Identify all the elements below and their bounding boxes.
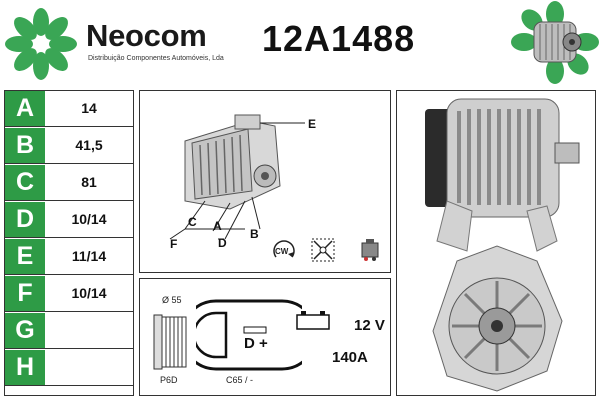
regulator-icon — [361, 239, 379, 261]
pulley-icon — [153, 314, 187, 370]
spec-letter: C — [5, 165, 45, 200]
label-b: B — [250, 227, 259, 241]
pulley-diameter: Ø 55 — [162, 295, 182, 305]
spec-letter: A — [5, 91, 45, 126]
spec-value: 81 — [81, 174, 97, 190]
label-a: A — [213, 219, 222, 233]
spec-letter: G — [5, 313, 45, 348]
spec-row-c: C 81 — [5, 165, 133, 201]
brand-name: Neocom — [86, 18, 207, 53]
spec-value: 10/14 — [71, 285, 107, 301]
spec-letter: F — [5, 276, 45, 311]
spec-value — [45, 313, 133, 348]
product-photo-box — [396, 90, 596, 396]
label-f: F — [170, 237, 178, 251]
spec-value: 41,5 — [75, 137, 103, 153]
spec-letter: H — [5, 350, 45, 385]
rotation-cw-icon — [273, 240, 295, 258]
spec-letter: E — [5, 239, 45, 274]
spec-letter: B — [5, 128, 45, 163]
part-number: 12A1488 — [262, 18, 416, 59]
spec-row-b: B 41,5 — [5, 128, 133, 164]
label-d: D — [218, 236, 227, 250]
electrical-spec-box: Ø 55 P6D D + C65 / - 12 V 140A — [139, 278, 391, 396]
spec-row-f: F 10/14 — [5, 276, 133, 312]
spec-letter: D — [5, 202, 45, 237]
fixing-pattern-icon — [311, 238, 335, 262]
spec-row-e: E 11/14 — [5, 239, 133, 275]
terminal-label: D + — [244, 335, 268, 352]
rotation-label: CW — [275, 247, 289, 256]
voltage-value: 12 V — [354, 317, 385, 334]
label-c: C — [188, 215, 197, 229]
pulley-type: P6D — [160, 375, 178, 385]
spec-value — [45, 350, 133, 385]
label-e: E — [308, 117, 317, 131]
brand-subtitle: Distribuição Componentes Automóveis, Lda — [88, 55, 224, 62]
spec-value: 11/14 — [71, 248, 107, 264]
spec-row-a: A 14 — [5, 91, 133, 127]
spec-value: 10/14 — [71, 211, 107, 227]
connector-code: C65 / - — [226, 375, 254, 385]
alternator-photo-image — [425, 98, 580, 392]
battery-icon — [296, 311, 330, 330]
connector-plug-icon — [196, 299, 302, 371]
spec-table: A 14 B 41,5 C 81 D 10/14 E 11/14 F 10/14… — [4, 90, 134, 396]
spec-row-h: H — [5, 350, 133, 386]
spec-row-g: G — [5, 313, 133, 349]
neocom-logo-icon — [5, 8, 77, 80]
dimension-diagram: E C A F D B CW — [139, 90, 391, 273]
spec-row-d: D 10/14 — [5, 202, 133, 238]
spec-value: 14 — [81, 100, 97, 116]
current-value: 140A — [332, 349, 368, 366]
alternator-sketch-icon — [169, 114, 305, 240]
alternator-thumbnail-image — [511, 1, 599, 84]
